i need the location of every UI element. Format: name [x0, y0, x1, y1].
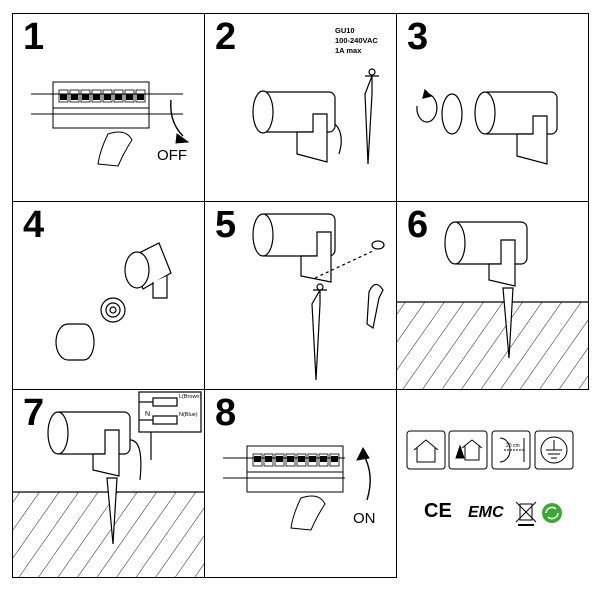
step-8-panel: 8 ON: [204, 389, 397, 578]
step-number: 1: [23, 16, 45, 58]
insert-into-ground-illustration: [397, 221, 588, 389]
info-and-certifications: 20 cm CE EMC: [400, 392, 600, 600]
step-4-panel: 4: [12, 201, 205, 390]
step-number: 8: [215, 392, 237, 434]
spotlight-and-spike-illustration: [252, 68, 379, 165]
step-6-panel: 6: [396, 201, 589, 390]
recycle-icon: [542, 503, 562, 523]
step-number: 5: [215, 204, 237, 246]
neutral-wire-label: N(Blue): [179, 412, 198, 418]
breaker-on-illustration: [223, 445, 371, 531]
mount-spike-illustration: [252, 213, 385, 381]
weee-bin-icon: [515, 501, 537, 526]
step-7-panel: 7 L(Brown) N N(Blue): [12, 389, 205, 578]
indoor-use-icon: [407, 431, 445, 469]
step-5-panel: 5: [204, 201, 397, 390]
emc-mark: EMC: [468, 504, 504, 521]
insert-bulb-illustration: [55, 242, 172, 361]
on-label: ON: [353, 510, 376, 527]
step-number: 6: [407, 204, 429, 246]
step-number: 4: [23, 204, 45, 246]
distance-icon: 20 cm: [492, 431, 530, 469]
neutral-letter: N: [145, 411, 151, 418]
earth-ground-icon: [535, 431, 573, 469]
outdoor-use-icon: [449, 431, 487, 469]
step-number: 2: [215, 16, 237, 58]
info-icons-row: [406, 430, 574, 526]
connect-wiring-illustration: [13, 391, 204, 577]
step-number: 7: [23, 392, 45, 434]
live-wire-label: L(Brown): [179, 394, 202, 400]
breaker-off-illustration: [31, 81, 190, 167]
step-1-panel: 1 OFF: [12, 13, 205, 202]
step-3-panel: 3: [396, 13, 589, 202]
step-2-panel: 2 GU10 100-240VAC 1A max: [204, 13, 397, 202]
ce-mark: CE: [424, 500, 452, 522]
off-label: OFF: [157, 147, 187, 164]
distance-text: 20 cm: [506, 443, 520, 449]
remove-lens-illustration: [416, 88, 558, 165]
lamp-spec: GU10 100-240VAC 1A max: [335, 26, 378, 55]
step-number: 3: [407, 16, 429, 58]
